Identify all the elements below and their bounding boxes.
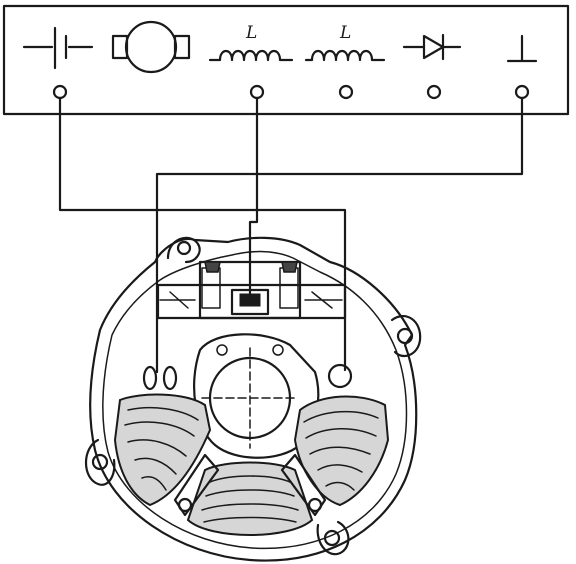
terminal-inductor-2[interactable] [338, 84, 354, 100]
inductor-icon: L [208, 23, 294, 62]
ground-icon [506, 34, 538, 63]
diode-icon [402, 33, 462, 61]
motor-icon [111, 20, 191, 74]
mount-ear-right [390, 315, 422, 358]
brush-holder [156, 260, 347, 320]
wire-battery [58, 96, 347, 372]
stator-coil-right [293, 395, 390, 507]
rectifier-dots [216, 344, 284, 356]
housing-outline [89, 236, 418, 562]
terminal-diode[interactable] [426, 84, 442, 100]
terminal-post-right [327, 363, 353, 389]
terminal-row [52, 84, 530, 100]
stator-coil-bottom [186, 461, 314, 536]
legend-frame [2, 4, 570, 116]
mount-ear-bottom [316, 520, 350, 556]
symbol-legend-box: L L [2, 4, 570, 116]
mount-ear-left [85, 438, 116, 486]
alternator-stator [85, 236, 422, 562]
inductor-label: L [245, 23, 257, 43]
mount-ear-top [166, 236, 201, 264]
battery-icon [22, 26, 94, 70]
inductor-label: L [339, 23, 351, 43]
pole-separators [173, 453, 327, 517]
stator-coil-left [113, 393, 212, 507]
terminal-inductor-1[interactable] [249, 84, 265, 100]
wire-inductor [248, 96, 259, 302]
terminal-posts-left [142, 365, 178, 391]
wiring [58, 96, 524, 374]
inductor-icon: L [304, 23, 386, 62]
wire-ground [155, 96, 524, 374]
terminal-ground[interactable] [514, 84, 530, 100]
terminal-battery[interactable] [52, 84, 68, 100]
